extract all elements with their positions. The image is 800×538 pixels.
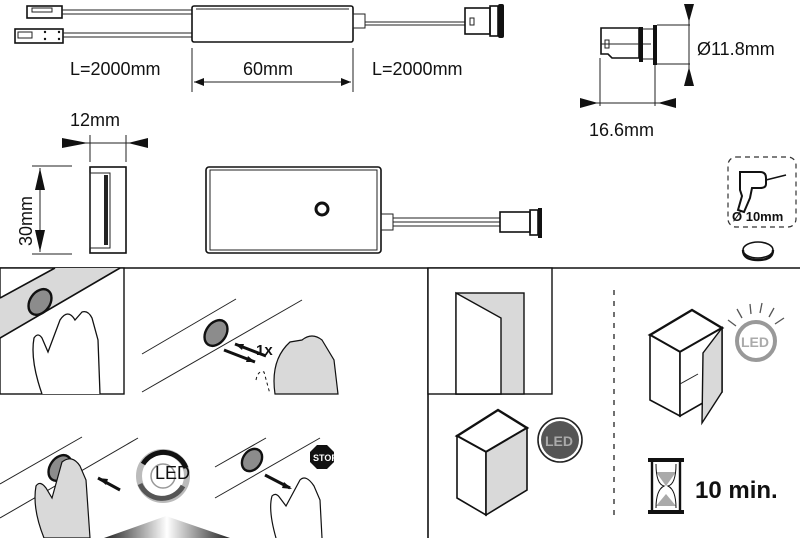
sensor-detail (580, 4, 694, 108)
sensor-plug (464, 4, 504, 38)
dimension-housing-length (191, 48, 354, 92)
cable-left-length-label: L=2000mm (70, 59, 161, 79)
driver-side-view (14, 4, 504, 44)
panel-door-open (427, 267, 553, 395)
panel-wave (141, 298, 339, 395)
led-off-icon (537, 417, 583, 463)
left-connector-bottom (14, 28, 193, 44)
stop-label: STOP (313, 453, 337, 463)
cabinet-closed-icon (454, 408, 530, 517)
panel-release-stop (214, 437, 334, 538)
drill-hole-label: Ø 10mm (732, 209, 783, 224)
led-off-label: LED (545, 433, 573, 449)
stop-sign-icon (310, 445, 334, 469)
cable-right-length-label: L=2000mm (372, 59, 463, 79)
drill-icon (727, 156, 797, 228)
led-on-label: LED (741, 334, 769, 350)
left-connector-top (26, 5, 193, 19)
housing-length-label: 60mm (243, 59, 293, 79)
light-beam (104, 516, 230, 538)
led-dim-cycle-icon (136, 449, 190, 503)
panel-hold-dim (0, 436, 139, 538)
housing-top-view (205, 166, 542, 254)
cap-icon (741, 241, 775, 262)
housing-end-view (32, 135, 148, 255)
led-dim-label: LED (155, 463, 190, 483)
timeout-label: 10 min. (695, 477, 778, 504)
hourglass-icon (648, 458, 684, 514)
cabinet-open-icon (647, 308, 725, 426)
sensor-diameter-label: Ø11.8mm (697, 39, 775, 59)
housing-thickness-label: 12mm (70, 110, 120, 130)
panel-hand-detect (0, 267, 125, 395)
wave-count-label: 1x (256, 342, 273, 359)
driver-housing (191, 5, 354, 43)
led-on-icon (727, 302, 785, 362)
sensor-length-label: 16.6mm (589, 120, 654, 140)
housing-height-label: 30mm (16, 196, 36, 246)
